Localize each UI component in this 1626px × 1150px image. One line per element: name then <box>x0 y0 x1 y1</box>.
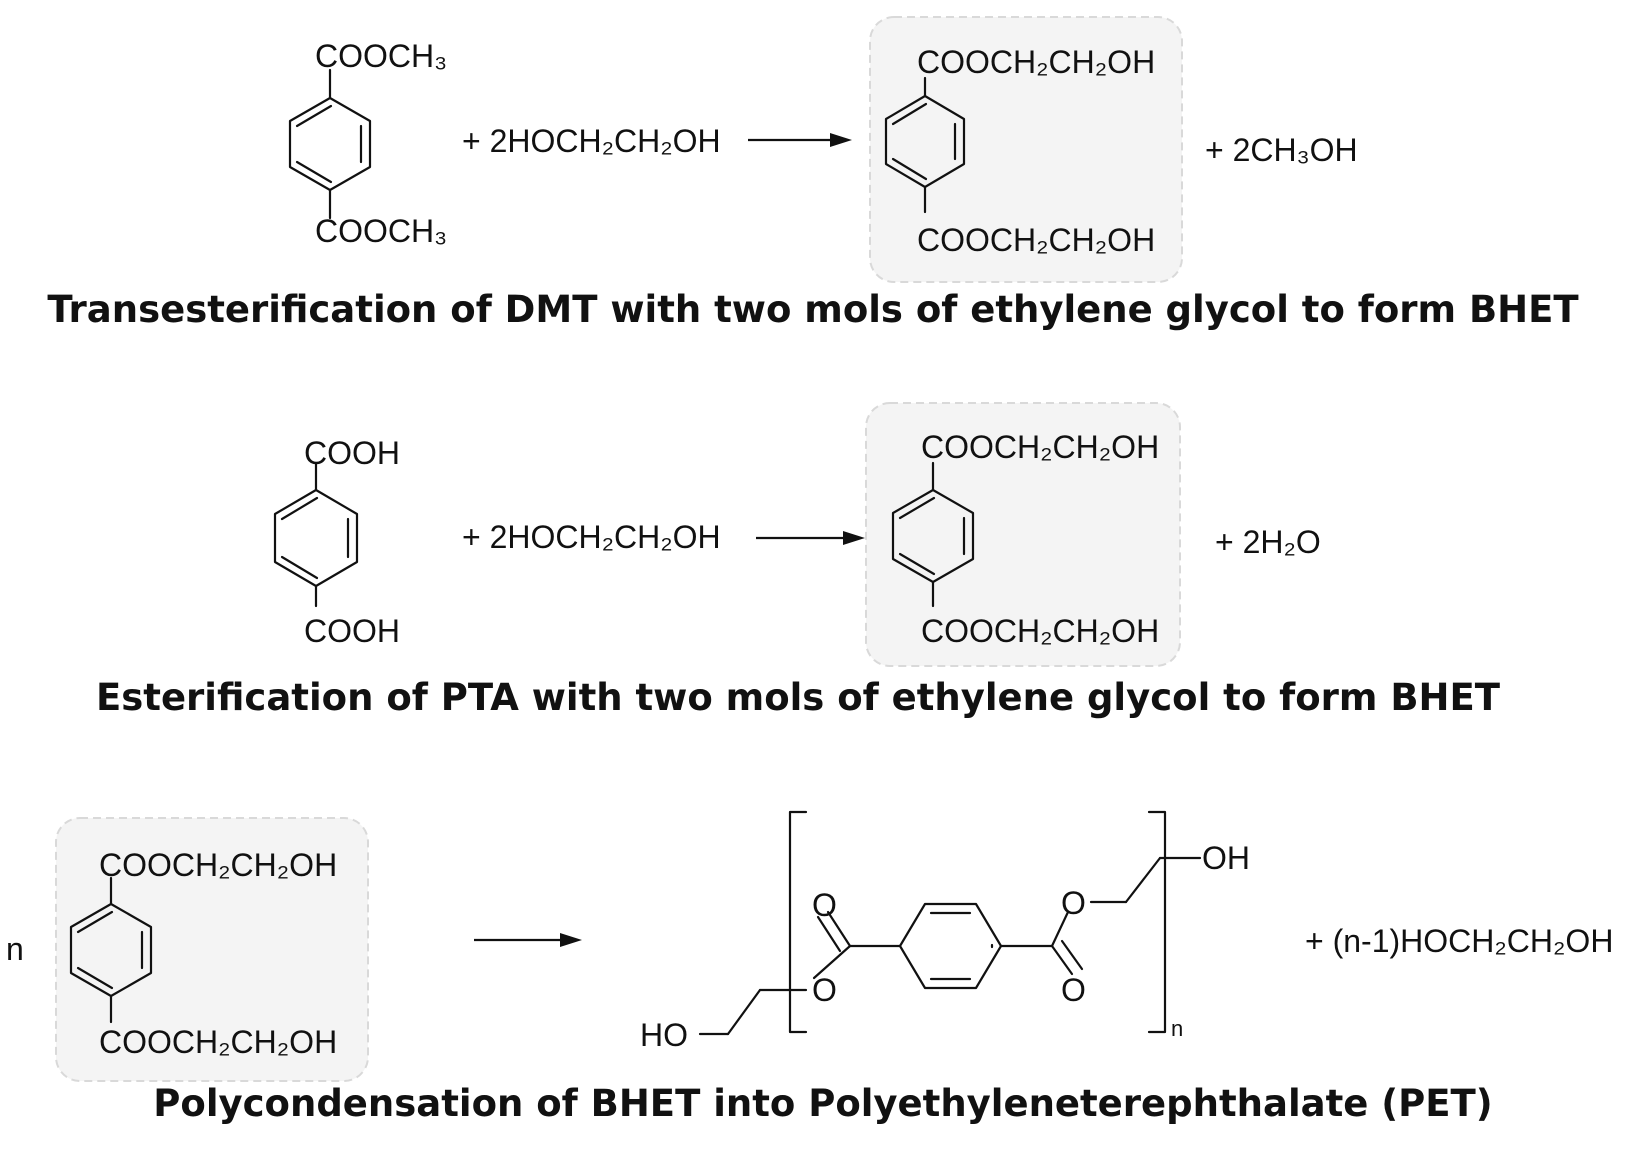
benzene-ring <box>898 902 1003 990</box>
byproduct-ethylene-glycol: + (n-1)HOCH₂CH₂OH <box>1305 923 1613 959</box>
pet-polymer: HO O O O O <box>640 810 1250 1053</box>
reagent-glycol: + 2HOCH₂CH₂OH <box>462 123 721 159</box>
reaction-arrow <box>748 133 852 147</box>
bhet-reactant-box: COOCH₂CH₂OH COOCH₂CH₂OH <box>55 817 369 1082</box>
bhet-bottom-group: COOCH₂CH₂OH <box>99 1024 337 1060</box>
bhet-product-box: COOCH₂CH₂OH COOCH₂CH₂OH <box>865 402 1181 667</box>
reaction-1: COOCH₃ COOCH₃ + 2HOCH₂CH₂OH COOCH₂CH₂OH … <box>47 16 1579 331</box>
ester-oxygen-left: O <box>812 972 837 1008</box>
bhet-top-group: COOCH₂CH₂OH <box>99 847 337 883</box>
bhet-top-group: COOCH₂CH₂OH <box>921 429 1159 465</box>
dmt-molecule: COOCH₃ COOCH₃ <box>288 38 447 249</box>
caption-transesterification: Transesterification of DMT with two mols… <box>47 288 1579 331</box>
byproduct-methanol: + 2CH₃OH <box>1205 132 1358 168</box>
caption-esterification: Esterification of PTA with two mols of e… <box>96 676 1501 719</box>
benzene-ring <box>273 488 359 588</box>
benzene-ring <box>288 96 372 192</box>
reaction-arrow <box>756 531 865 545</box>
bhet-bottom-group: COOCH₂CH₂OH <box>921 613 1159 649</box>
caption-polycondensation: Polycondensation of BHET into Polyethyle… <box>153 1082 1492 1125</box>
reaction-3: n COOCH₂CH₂OH COOCH₂CH₂OH HO <box>6 810 1613 1125</box>
reaction-2: COOH COOH + 2HOCH₂CH₂OH COOCH₂CH₂OH COOC… <box>96 402 1501 719</box>
byproduct-water: + 2H₂O <box>1215 524 1321 560</box>
coefficient-n: n <box>6 931 24 967</box>
repeat-unit-n: n <box>1171 1016 1183 1041</box>
carbonyl-oxygen-right: O <box>1061 972 1086 1008</box>
bhet-product-box: COOCH₂CH₂OH COOCH₂CH₂OH <box>869 16 1183 283</box>
reaction-arrow <box>474 933 582 947</box>
reagent-glycol: + 2HOCH₂CH₂OH <box>462 519 721 555</box>
ester-oxygen-right: O <box>1061 885 1086 921</box>
pta-top-group: COOH <box>304 435 400 471</box>
carbonyl-oxygen-left: O <box>812 887 837 923</box>
dmt-top-group: COOCH₃ <box>315 38 447 74</box>
pta-bottom-group: COOH <box>304 613 400 649</box>
polymer-end-ho: HO <box>640 1017 688 1053</box>
repeat-bracket-right <box>1147 810 1167 1034</box>
repeat-bracket-left <box>788 810 808 1034</box>
bhet-bottom-group: COOCH₂CH₂OH <box>917 222 1155 258</box>
bhet-top-group: COOCH₂CH₂OH <box>917 44 1155 80</box>
pta-molecule: COOH COOH <box>273 435 400 649</box>
polymer-end-oh: OH <box>1202 840 1250 876</box>
dmt-bottom-group: COOCH₃ <box>315 213 447 249</box>
